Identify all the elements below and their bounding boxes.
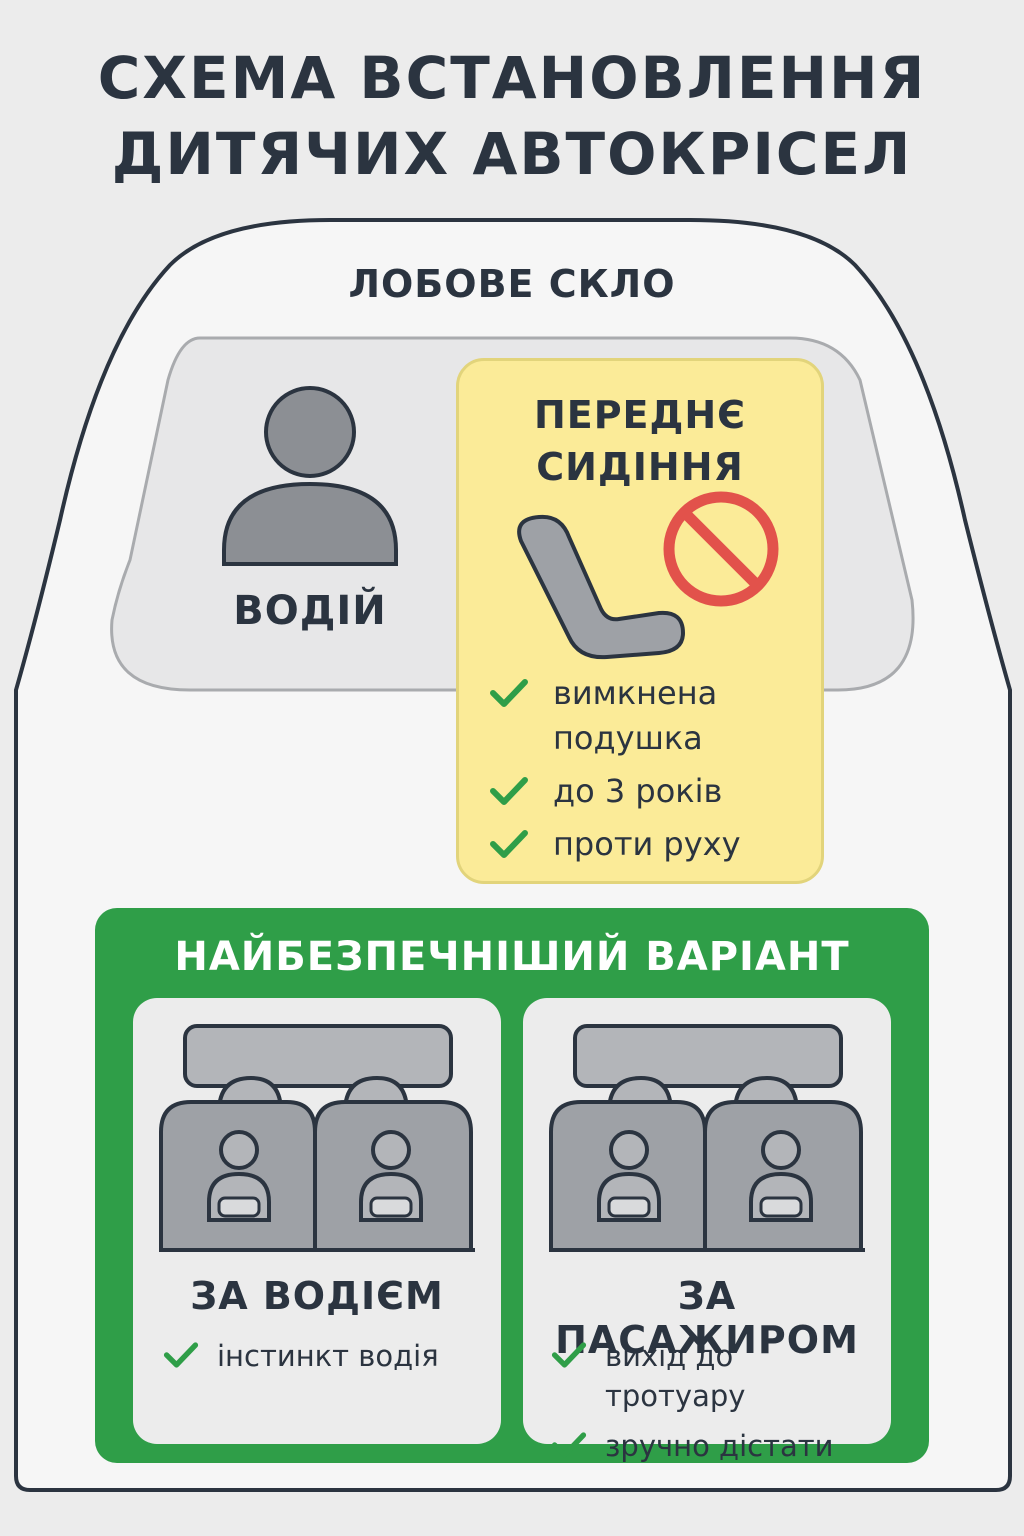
check-icon	[551, 1342, 587, 1368]
check-icon	[163, 1342, 199, 1368]
rear-seats-icon	[549, 1024, 865, 1252]
reason-text: зручно дістати	[605, 1429, 834, 1463]
driver-icon	[222, 386, 398, 566]
behind-driver-label: ЗА ВОДІЄМ	[190, 1274, 444, 1318]
front-seat-card: ПЕРЕДНЄ СИДІННЯ вимкнена подушка до 3 ро…	[456, 358, 824, 884]
behind-passenger-label: ЗА ПАСАЖИРОМ	[555, 1274, 859, 1362]
front-seat-title-line-2: СИДІННЯ	[536, 445, 744, 489]
condition-text: до 3 років	[553, 772, 723, 810]
list-item: зручно дістати	[551, 1426, 881, 1466]
behind-driver-reasons: інстинкт водія	[163, 1336, 493, 1386]
reason-text: інстинкт водія	[217, 1339, 439, 1373]
title-line-2: ДИТЯЧИХ АВТОКРІСЕЛ	[111, 120, 913, 188]
condition-text: вимкнена подушка	[553, 674, 718, 757]
reason-text: вихід до тротуару	[605, 1339, 746, 1413]
list-item: вимкнена подушка	[489, 671, 809, 761]
rear-seats-icon	[159, 1024, 475, 1252]
safest-option-title: НАЙБЕЗПЕЧНІШИЙ ВАРІАНТ	[174, 934, 850, 980]
page-title: СХЕМА ВСТАНОВЛЕННЯ ДИТЯЧИХ АВТОКРІСЕЛ	[0, 40, 1024, 192]
behind-driver-panel: ЗА ВОДІЄМ інстинкт водія	[133, 998, 501, 1444]
list-item: інстинкт водія	[163, 1336, 493, 1376]
driver-label: ВОДІЙ	[233, 588, 387, 634]
prohibited-icon	[663, 491, 779, 607]
front-seat-conditions: вимкнена подушка до 3 років проти руху	[489, 671, 809, 875]
title-line-1: СХЕМА ВСТАНОВЛЕННЯ	[97, 44, 927, 112]
list-item: вихід до тротуару	[551, 1336, 881, 1416]
safest-option-box: НАЙБЕЗПЕЧНІШИЙ ВАРІАНТ ЗА ВОДІЄМ інстинк…	[95, 908, 929, 1463]
child-car-seat-icon	[517, 514, 685, 660]
check-icon	[490, 679, 528, 707]
list-item: проти руху	[489, 822, 809, 867]
condition-text: проти руху	[553, 825, 741, 863]
check-icon	[551, 1432, 587, 1458]
front-seat-title-line-1: ПЕРЕДНЄ	[533, 393, 747, 437]
windshield-label: ЛОБОВЕ СКЛО	[348, 262, 676, 306]
check-icon	[490, 777, 528, 805]
front-seat-title: ПЕРЕДНЄ СИДІННЯ	[459, 389, 821, 493]
behind-passenger-panel: ЗА ПАСАЖИРОМ вихід до тротуару зручно ді…	[523, 998, 891, 1463]
list-item: до 3 років	[489, 769, 809, 814]
check-icon	[490, 830, 528, 858]
behind-passenger-reasons: вихід до тротуару зручно дістати	[551, 1336, 881, 1476]
